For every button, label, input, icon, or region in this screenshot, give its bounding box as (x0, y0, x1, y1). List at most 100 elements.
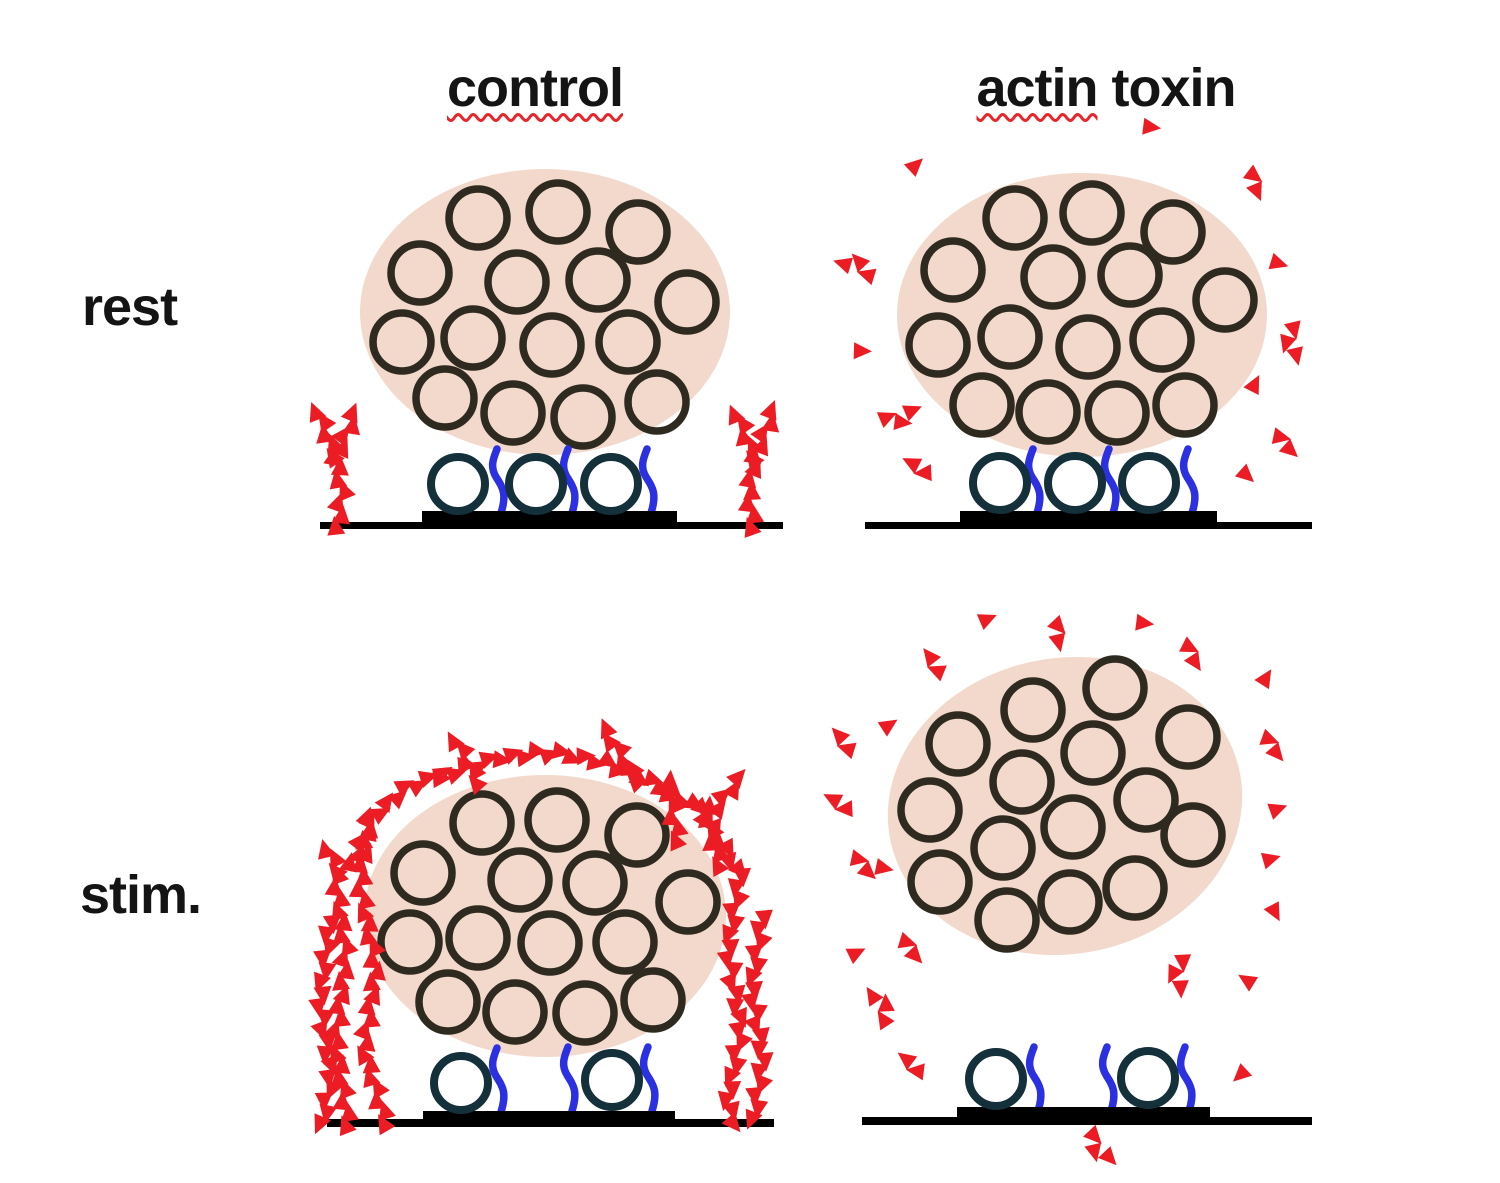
actin-triangle (1135, 613, 1155, 631)
actin-triangle (336, 959, 355, 980)
actin-triangle (905, 1063, 925, 1081)
actin-triangle (332, 970, 351, 991)
row-label-stim: stim. (80, 865, 202, 925)
vesicle-circle (1102, 855, 1168, 921)
actin-fragment (897, 1052, 925, 1081)
vesicle-circle (1155, 704, 1221, 770)
tether-squiggle (559, 1043, 579, 1115)
actin-triangle (360, 912, 379, 932)
docked-vesicle-circle (1118, 452, 1180, 514)
actin-triangle (324, 876, 343, 897)
vesicle-circle (982, 185, 1048, 251)
actin-triangle (314, 1113, 331, 1135)
actin-triangle (612, 740, 633, 761)
actin-triangle (750, 1099, 769, 1120)
actin-triangle (341, 1101, 359, 1122)
actin-filament (697, 795, 731, 878)
actin-triangle (726, 998, 745, 1018)
vesicle-circle (1140, 199, 1206, 265)
vesicle-circle (369, 309, 435, 375)
vesicle-circle (412, 365, 478, 431)
actin-triangle (745, 980, 763, 1001)
vesicle-circle (1113, 767, 1179, 833)
docked-vesicle-circle (581, 1049, 643, 1111)
actin-triangle (322, 914, 341, 935)
actin-triangle (1243, 374, 1260, 395)
actin-triangle (334, 911, 353, 932)
title-word-actin: actin (976, 58, 1098, 118)
title-word-toxin: toxin (1111, 58, 1237, 118)
tether-squiggle (1025, 1043, 1045, 1115)
actin-triangle (733, 867, 752, 888)
vesicle-circle (482, 979, 548, 1045)
actin-triangle (602, 732, 621, 753)
actin-triangle (332, 1054, 351, 1074)
actin-triangle (340, 402, 358, 424)
actin-triangle (856, 268, 877, 286)
actin-fragment (1083, 1124, 1117, 1166)
target-membrane-bar (422, 511, 677, 527)
actin-triangle (330, 1066, 349, 1087)
actin-triangle (727, 878, 746, 899)
actin-triangle (750, 956, 769, 977)
actin-fragment (1268, 252, 1289, 270)
actin-triangle (1233, 1063, 1253, 1082)
actin-triangle (746, 503, 765, 524)
actin-fragment (823, 794, 853, 818)
docked-vesicle-circle (969, 452, 1031, 514)
actin-triangle (831, 727, 851, 747)
vesicle-circle (655, 869, 721, 935)
actin-fragment (1135, 613, 1155, 631)
actin-triangle (1242, 164, 1263, 183)
actin-fragment (831, 727, 857, 760)
actin-triangle (754, 909, 773, 930)
actin-fragment (845, 948, 866, 965)
vesicle-circle (1084, 380, 1150, 446)
actin-triangle (660, 769, 679, 790)
actin-triangle (1280, 333, 1297, 354)
actin-fragment (903, 158, 923, 177)
actin-triangle (724, 1044, 743, 1065)
actin-triangle (866, 986, 884, 1007)
actin-triangle (314, 1092, 333, 1112)
actin-filament (737, 400, 780, 538)
row-label-rest: rest (82, 277, 178, 337)
actin-triangle (1084, 1142, 1102, 1163)
docked-vesicle-circle (580, 453, 642, 515)
tether-squiggle (559, 445, 579, 517)
actin-triangle (1083, 1124, 1102, 1144)
vesicle-circle (1192, 267, 1258, 333)
actin-triangle (318, 925, 336, 946)
actin-filament (741, 909, 774, 1130)
actin-triangle (576, 747, 596, 766)
actin-triangle (316, 1009, 335, 1029)
actin-triangle (626, 773, 647, 794)
actin-fragment (1179, 636, 1201, 672)
actin-fragment (877, 719, 898, 737)
vesicle-circle (1129, 307, 1195, 373)
vesicle-circle (517, 910, 583, 976)
actin-triangle (330, 848, 347, 870)
actin-triangle (348, 878, 367, 898)
actin-triangle (308, 997, 327, 1018)
actin-fragment (1263, 901, 1280, 922)
actin-triangle (926, 665, 947, 682)
actin-triangle (716, 837, 734, 859)
actin-triangle (744, 944, 763, 965)
actin-triangle (1283, 320, 1301, 340)
actin-triangle (313, 949, 331, 970)
docked-vesicle-circle (1117, 1047, 1179, 1109)
actin-triangle (1234, 463, 1255, 483)
vesicle-circle (1059, 180, 1125, 246)
docked-vesicle-circle (1044, 452, 1106, 514)
vesicle-circle (897, 777, 963, 843)
actin-triangle (527, 741, 548, 759)
vesicle-circle (390, 840, 456, 906)
vesicle-circle (974, 887, 1040, 953)
vesicle-circle (484, 249, 550, 315)
actin-triangle (358, 809, 375, 831)
tether-squiggle (639, 1043, 659, 1115)
actin-triangle (743, 480, 762, 501)
actin-filament (318, 839, 348, 884)
actin-triangle (723, 1081, 742, 1101)
